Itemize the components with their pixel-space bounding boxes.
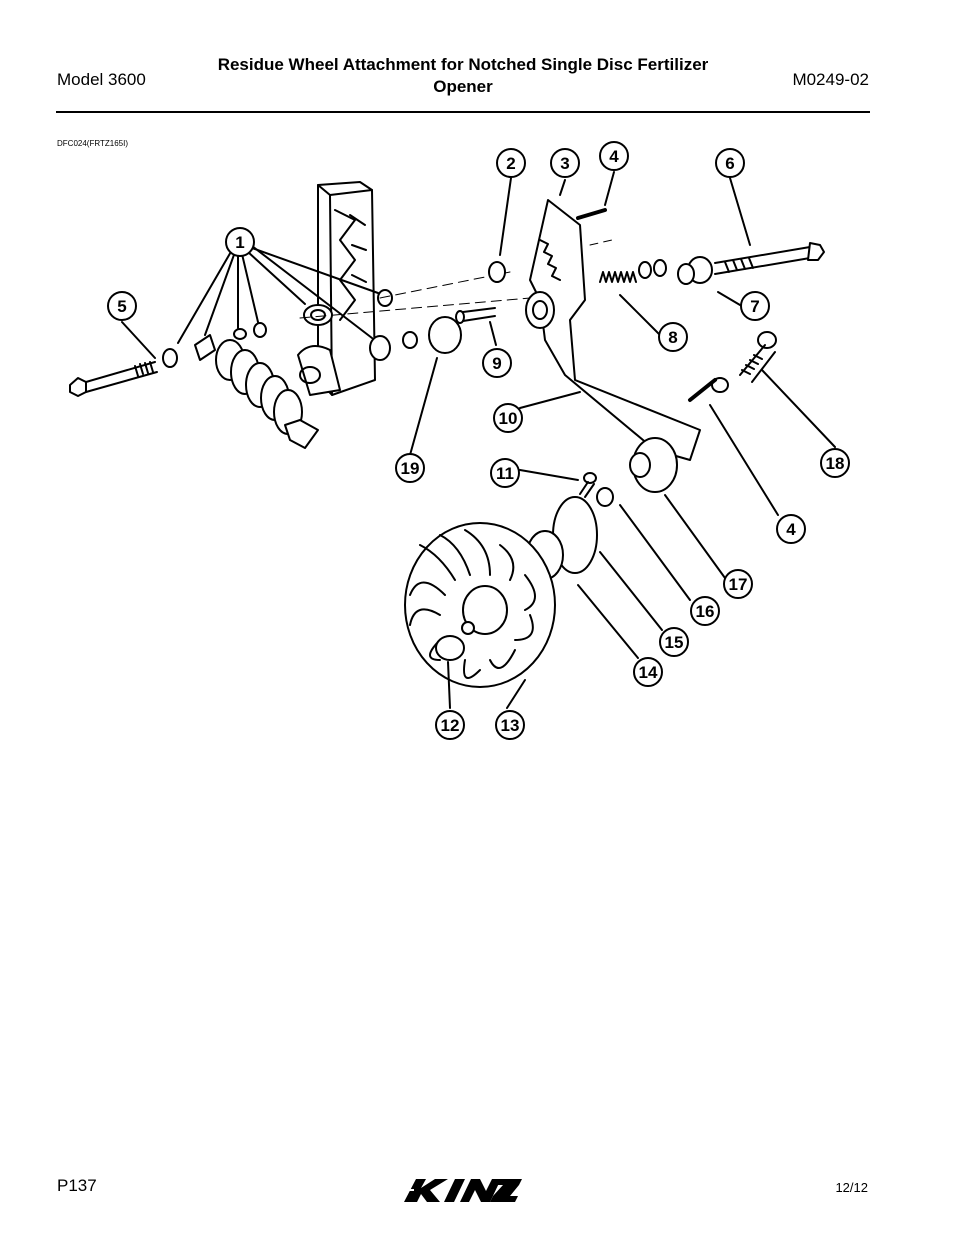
washer-part-19a (402, 331, 418, 349)
bearing-part-1b (369, 335, 391, 361)
bolt-part-5 (69, 348, 178, 397)
callout-16: 16 (690, 596, 720, 626)
callout-18: 18 (820, 448, 850, 478)
bolt-part-9 (455, 307, 496, 324)
leader-lines (121, 171, 836, 709)
svg-text:5: 5 (117, 297, 126, 316)
washer-part-1a (377, 289, 393, 307)
svg-text:7: 7 (750, 297, 759, 316)
figure-id: DFC024(FRTZ165I) (57, 139, 128, 148)
svg-text:16: 16 (696, 602, 715, 621)
revision-date: 12/12 (835, 1180, 868, 1195)
callout-4-top: 4 (599, 141, 629, 171)
spring-part-8 (599, 271, 637, 283)
bolt-part-6 (677, 242, 825, 285)
svg-text:18: 18 (826, 454, 845, 473)
svg-text:14: 14 (639, 663, 658, 682)
callout-10: 10 (493, 403, 523, 433)
page-title-line2: Opener (433, 77, 493, 96)
svg-text:8: 8 (668, 328, 677, 347)
callout-8: 8 (658, 322, 688, 352)
svg-text:13: 13 (501, 716, 520, 735)
pin-part-4a (576, 208, 607, 220)
page-number: P137 (57, 1176, 97, 1195)
page-title-line1: Residue Wheel Attachment for Notched Sin… (217, 55, 709, 74)
svg-text:17: 17 (729, 575, 748, 594)
header-model: Model 3600 (57, 70, 146, 89)
cap-part-12 (435, 635, 465, 661)
bushing-part-2 (488, 261, 506, 283)
callout-9: 9 (482, 348, 512, 378)
spiral-residue-drum (194, 322, 319, 449)
bolt-part-18 (711, 331, 777, 393)
callout-13: 13 (495, 710, 525, 740)
callout-12: 12 (435, 710, 465, 740)
svg-text:3: 3 (560, 154, 569, 173)
callout-1: 1 (225, 227, 255, 257)
callout-2: 2 (496, 148, 526, 178)
svg-text:4: 4 (609, 147, 619, 166)
svg-text:1: 1 (235, 233, 244, 252)
callout-17: 17 (723, 569, 753, 599)
mounting-bracket-part-10 (525, 199, 701, 461)
kinze-logo (402, 1179, 522, 1202)
frame-arm (297, 181, 376, 396)
callout-5: 5 (107, 291, 137, 321)
callout-19: 19 (395, 453, 425, 483)
callout-4-bottom: 4 (776, 514, 806, 544)
callout-7: 7 (740, 291, 770, 321)
svg-text:4: 4 (786, 520, 796, 539)
header-doc-number: M0249-02 (792, 70, 869, 89)
svg-text:9: 9 (492, 354, 501, 373)
callout-3: 3 (550, 148, 580, 178)
page-title: Residue Wheel Attachment for Notched Sin… (180, 54, 746, 98)
residue-wheel-part-13 (404, 522, 556, 688)
callout-15: 15 (659, 627, 689, 657)
pin-part-4b (688, 378, 717, 402)
header-rule (56, 111, 870, 113)
svg-text:2: 2 (506, 154, 515, 173)
callouts: 1 2 3 4 5 6 7 8 9 10 11 12 13 14 15 16 1… (107, 141, 850, 740)
hub-part-17 (629, 437, 678, 493)
callout-14: 14 (633, 657, 663, 687)
spacer-part-16 (596, 487, 614, 507)
svg-text:11: 11 (496, 464, 514, 483)
svg-text:6: 6 (725, 154, 734, 173)
svg-text:15: 15 (665, 633, 684, 652)
bolt-part-11 (579, 472, 597, 498)
svg-text:12: 12 (441, 716, 460, 735)
svg-text:19: 19 (401, 459, 420, 478)
callout-6: 6 (715, 148, 745, 178)
svg-text:10: 10 (499, 409, 518, 428)
callout-11: 11 (490, 458, 520, 488)
bearing-part-19 (428, 316, 462, 354)
